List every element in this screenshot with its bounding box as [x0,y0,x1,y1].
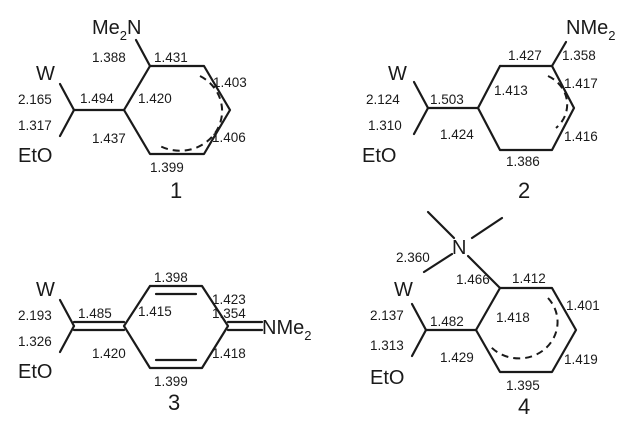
carbene-w-bond [410,302,428,332]
compound-number: 1 [170,178,182,203]
compound-number: 4 [518,394,530,419]
aromatic-dashed-circle [159,75,224,152]
bond-length: 1.326 [18,334,52,349]
c-n-bond [134,38,152,68]
n-w-bond [422,252,454,274]
carbene-o-bond [58,324,76,354]
carbene-w-bond [58,82,76,112]
bond-length: 1.412 [512,271,546,286]
bond-length: 1.388 [92,50,126,65]
compound-number: 2 [518,178,530,203]
carbene-w-bond [412,80,430,110]
n-methyl-bond [470,216,504,240]
carbene-o-bond [410,328,428,358]
bond-length: 1.313 [370,338,404,353]
aromatic-dashed-circle [489,297,559,360]
metal-label: W [394,279,413,301]
ring-bonds [476,64,576,152]
bond-length: 1.399 [150,160,184,175]
bond-length: 1.401 [566,298,600,313]
carbene-o-bond [412,106,430,136]
bond-length: 1.427 [508,48,542,63]
metal-label: W [36,63,55,85]
bond-length: 1.310 [368,118,402,133]
ring-bonds [474,286,578,374]
metal-label: W [36,279,55,301]
alkoxy-label: EtO [362,145,396,167]
bond-length: 1.418 [212,346,246,361]
bond-length: 2.165 [18,92,52,107]
bond-length: 1.420 [92,346,126,361]
bond-length: 1.419 [564,352,598,367]
bond-length: 1.417 [564,76,598,91]
bond-length: 2.124 [366,92,400,107]
alkoxy-label: EtO [18,145,52,167]
bond-length: 1.406 [212,130,246,145]
bond-length: 1.466 [456,272,490,287]
bond-length: 1.494 [80,91,114,106]
bond-length: 2.360 [396,250,430,265]
bond-length: 1.431 [154,50,188,65]
bond-length: 1.416 [564,129,598,144]
bond-length: 1.485 [78,306,112,321]
bond-length: 1.415 [138,304,172,319]
metal-label: W [388,63,407,85]
bond-length: 1.358 [562,48,596,63]
bond-length: 1.354 [212,306,246,321]
bond-length: 1.429 [440,350,474,365]
carbene-o-bond [58,108,76,138]
compound-2: NMe2 W EtO 1.427 1.358 1.417 2.124 1.503… [362,17,615,203]
alkoxy-label: EtO [370,367,404,389]
amine-label: NMe2 [262,317,311,343]
c-n-bond [550,40,568,68]
bond-length: 1.482 [430,314,464,329]
bond-length: 1.317 [18,118,52,133]
bond-length: 1.403 [213,75,247,90]
bond-length: 1.399 [154,374,188,389]
bond-length: 1.503 [430,92,464,107]
amine-label: NMe2 [566,17,615,43]
bond-length: 1.413 [494,83,528,98]
bond-length: 1.395 [506,378,540,393]
carbene-w-bond [58,298,76,328]
compound-3: NMe2 W EtO 1.398 1.423 1.485 1.415 1.354… [18,270,311,415]
amine-label: Me2N [92,17,141,43]
bond-length: 1.420 [138,91,172,106]
bond-length: 1.424 [440,127,474,142]
bond-length: 1.386 [506,154,540,169]
compound-number: 3 [168,390,180,415]
bond-length: 2.193 [18,308,52,323]
bond-length: 1.423 [212,292,246,307]
alkoxy-label: EtO [18,361,52,383]
amine-n-label: N [452,237,466,259]
n-methyl-bond [426,210,456,240]
bond-length: 1.437 [92,131,126,146]
n-c-bond [466,254,502,290]
bond-length: 2.137 [370,308,404,323]
ring-bonds [122,284,230,370]
bond-length: 1.398 [154,270,188,285]
compound-1: Me2N W EtO 1.388 1.431 1.403 2.165 1.494… [18,17,247,203]
bond-length: 1.418 [496,310,530,325]
compound-4: N W EtO 2.360 1.466 1.412 1.401 2.137 1.… [370,210,600,419]
